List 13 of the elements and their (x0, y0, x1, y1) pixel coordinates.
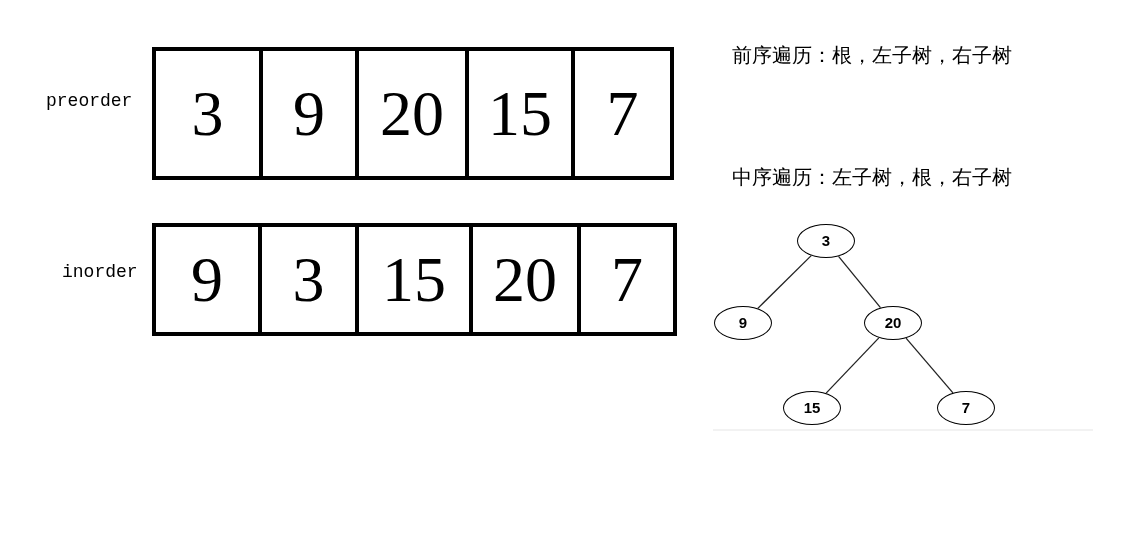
tree-node-circle: 7 (937, 391, 995, 425)
array-label: preorder (46, 90, 134, 113)
array-label: inorder (62, 261, 139, 284)
tree-node-circle: 3 (797, 224, 855, 258)
tree-edge-line (825, 337, 880, 394)
traversal-note: 中序遍历：左子树，根，右子树 (732, 164, 1013, 191)
tree-edge-line (905, 337, 954, 394)
tree-node-circle: 9 (714, 306, 772, 340)
traversal-note: 前序遍历：根，左子树，右子树 (732, 42, 1013, 69)
tree-edge-line (757, 254, 812, 310)
tree-edge-line (837, 255, 882, 309)
tree-node-circle: 15 (783, 391, 841, 425)
tree-node-circle: 20 (864, 306, 922, 340)
